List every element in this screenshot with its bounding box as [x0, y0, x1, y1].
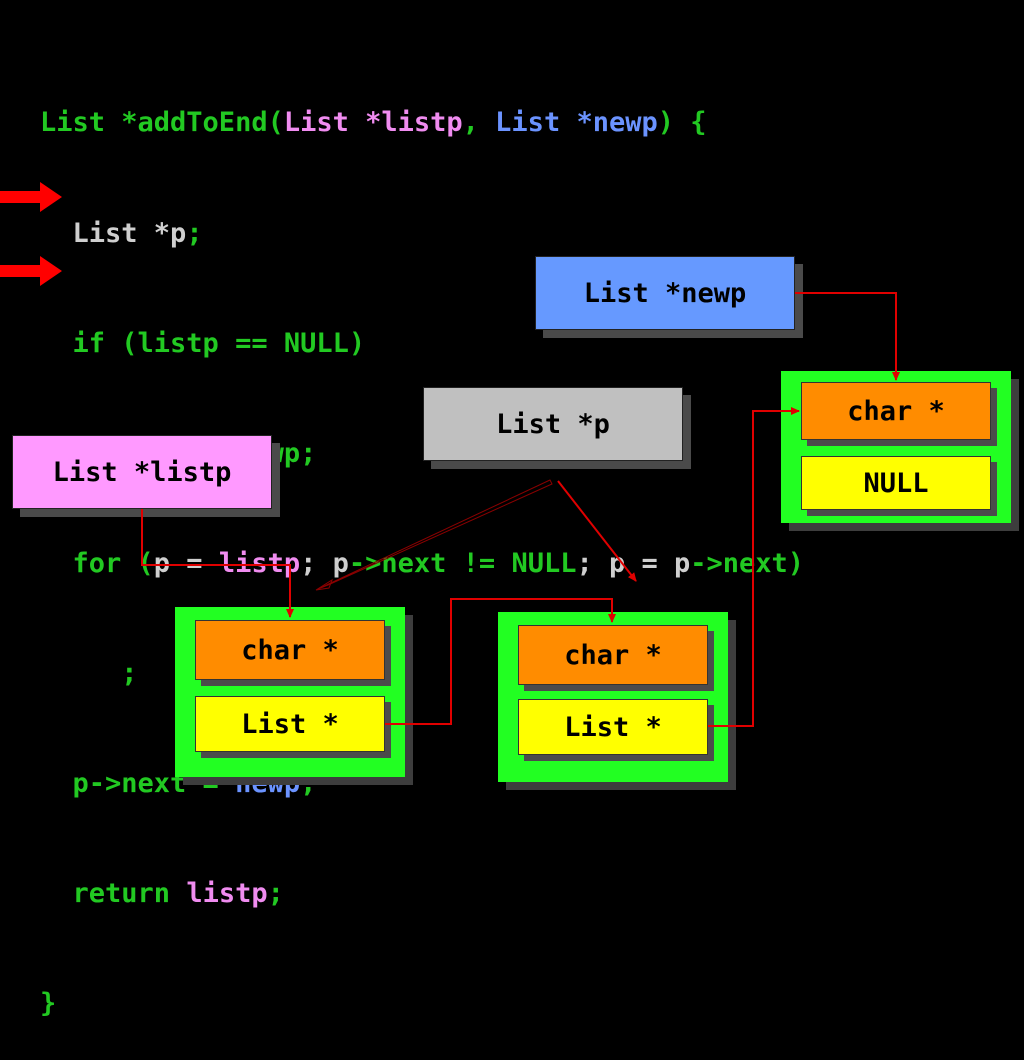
- newp-variable-box: List *newp: [535, 256, 795, 330]
- p-variable-box: List *p: [423, 387, 683, 461]
- node-1-data-field: char *: [195, 620, 385, 680]
- current-line-arrow-icon: [0, 256, 62, 286]
- listp-variable-box: List *listp: [12, 435, 272, 509]
- listp-label: List *listp: [52, 456, 232, 488]
- code-line-6: ;: [40, 657, 138, 689]
- code-line-1: List *addToEnd(List *listp, List *newp) …: [40, 107, 707, 139]
- current-line-arrow-icon: [0, 182, 62, 212]
- code-listing: List *addToEnd(List *listp, List *newp) …: [40, 32, 804, 1060]
- code-line-8: return listp;: [40, 878, 284, 910]
- p-label: List *p: [496, 408, 610, 440]
- newp-label: List *newp: [583, 277, 747, 309]
- code-line-2: List *p;: [40, 217, 203, 249]
- newp-pointer-link: [795, 292, 900, 381]
- node-1-next-field: List *: [195, 696, 385, 752]
- node-2-next-field: List *: [518, 699, 708, 755]
- node-2-data-field: char *: [518, 625, 708, 685]
- code-line-3: if (listp == NULL): [40, 327, 366, 359]
- code-line-5: for (p = listp; p->next != NULL; p = p->…: [40, 547, 805, 579]
- node-3-data-field: char *: [801, 382, 991, 440]
- node-3-next-field: NULL: [801, 456, 991, 510]
- code-line-9: }: [40, 988, 57, 1020]
